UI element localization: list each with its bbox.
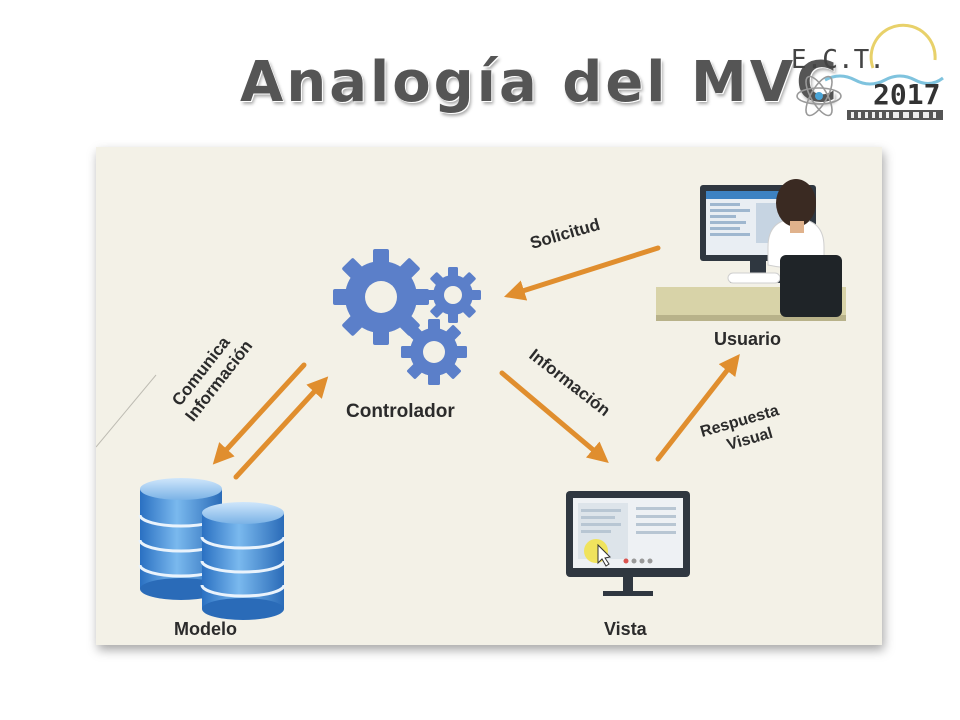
request-label: Solicitud (528, 215, 602, 253)
database-icon (138, 478, 286, 620)
mvc-diagram: Controlador Usuario (96, 179, 846, 639)
logo-text: E.C.T. (791, 45, 885, 75)
model-to-controller-arrow (233, 376, 329, 480)
mvc-diagram-panel: Controlador Usuario (96, 147, 882, 645)
atom-icon (796, 75, 842, 117)
visual-response-arrow (655, 354, 740, 462)
slide-title: Analogía del MVC (240, 50, 841, 115)
information-arrow (499, 370, 609, 464)
user-label: Usuario (714, 329, 781, 349)
ect-2017-logo: E.C.T. 2017 (791, 23, 944, 120)
request-arrow (503, 245, 661, 301)
gears-icon (333, 249, 481, 385)
information-label: Información (526, 345, 614, 420)
controller-label: Controlador (346, 401, 455, 422)
view-label: Vista (604, 619, 648, 639)
controller-to-model-arrow (212, 362, 307, 465)
user-at-computer-icon (656, 179, 846, 321)
logo-year: 2017 (873, 78, 940, 111)
monitor-icon (566, 491, 690, 596)
model-label: Modelo (174, 619, 237, 639)
